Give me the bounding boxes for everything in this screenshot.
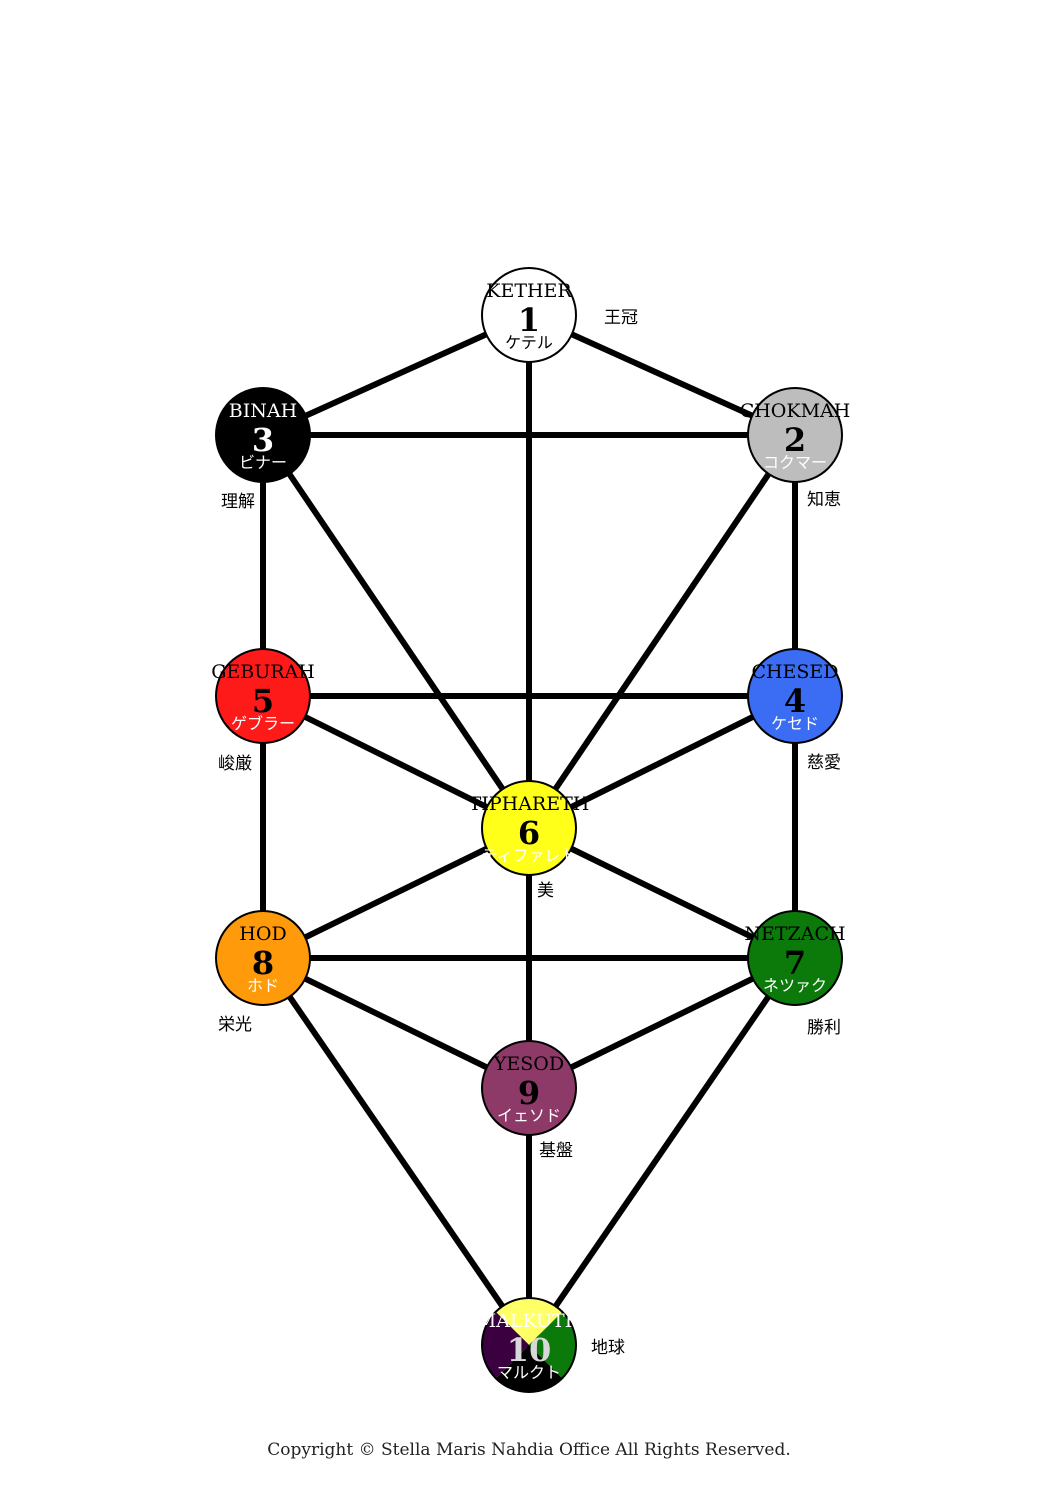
sephirah-circle-hod [215,910,311,1006]
path-netzach-yesod [526,955,798,1091]
path-kether-chokmah [526,312,798,438]
sephirah-name-en: MALKUTH [477,1310,582,1332]
sephirah-circle-yesod [481,1040,577,1136]
sephirah-meaning: 知恵 [807,490,841,510]
sephirah-name-en: NETZACH [744,923,845,945]
sephirah-name-jp: ティファレト [481,846,576,865]
sephirah-name-jp: イェソド [497,1106,561,1125]
sephirah-number: 6 [518,814,540,852]
sephirah-number: 7 [784,944,806,982]
sephirah-meaning: 峻厳 [218,754,252,774]
sephirah-circle-tiphareth [481,780,577,876]
sephirah-name-en: TIPHARETH [469,793,590,815]
sephirah-number: 5 [252,682,274,720]
path-binah-tiphareth [260,432,532,831]
sephirah-circle-binah [215,387,311,483]
sephirah-name-en: CHOKMAH [740,400,851,422]
sephirah-number: 9 [518,1074,540,1112]
sephirah-name-jp: ビナー [239,453,287,472]
sephirah-meaning: 栄光 [218,1015,252,1035]
sephirah-number: 1 [518,301,540,339]
sephirah-number: 8 [252,944,274,982]
sephirah-name-en: CHESED [751,661,838,683]
sephirah-name-jp: ゲブラー [231,714,295,733]
path-hod-malkuth [260,955,532,1348]
sephirah-meaning: 慈愛 [807,753,841,773]
sephirah-circle-chokmah [747,387,843,483]
path-tiphareth-netzach [526,825,798,961]
sephirah-circle-netzach [747,910,843,1006]
sephirah-meaning: 基盤 [539,1141,573,1161]
sephirah-name-en: YESOD [493,1053,564,1075]
sephirah-meaning: 理解 [221,492,255,512]
malkuth-quarter-0 [495,1298,563,1345]
copyright-notice: Copyright © Stella Maris Nahdia Office A… [267,1440,791,1460]
sephirah-name-jp: ケテル [505,333,553,352]
sephirah-number: 10 [507,1331,552,1369]
path-geburah-tiphareth [260,693,532,831]
sephirah-name-jp: ホド [247,976,279,995]
path-tiphareth-hod [260,825,532,961]
sephirah-name-jp: ケセド [771,714,819,733]
sephirah-name-en: BINAH [229,400,297,422]
malkuth-quarter-2 [495,1345,563,1392]
sephirah-name-en: GEBURAH [211,661,315,683]
sephirah-name-jp: ネツァク [763,976,827,995]
path-chokmah-tiphareth [526,432,798,831]
path-netzach-malkuth [526,955,798,1348]
malkuth-quarter-1 [529,1311,576,1379]
sephirah-number: 2 [784,421,806,459]
sephirah-name-jp: マルクト [497,1363,561,1382]
sephirah-name-jp: コクマー [763,453,827,472]
path-chesed-tiphareth [526,693,798,831]
sephirah-number: 3 [252,421,274,459]
sephirah-meaning: 勝利 [807,1018,841,1038]
malkuth-ring [481,1297,577,1393]
malkuth-quarter-3 [482,1311,529,1379]
sephirah-meaning: 王冠 [604,308,638,328]
sephirah-number: 4 [784,682,806,720]
sephirah-circle-geburah [215,648,311,744]
sephirah-name-en: HOD [239,923,286,945]
sephirah-circle-chesed [747,648,843,744]
sephirah-circle-kether [481,267,577,363]
sephirah-meaning: 美 [537,881,554,901]
sephirah-meaning: 地球 [591,1338,625,1358]
path-hod-yesod [260,955,532,1091]
path-kether-binah [260,312,532,438]
sephirah-name-en: KETHER [486,280,572,302]
